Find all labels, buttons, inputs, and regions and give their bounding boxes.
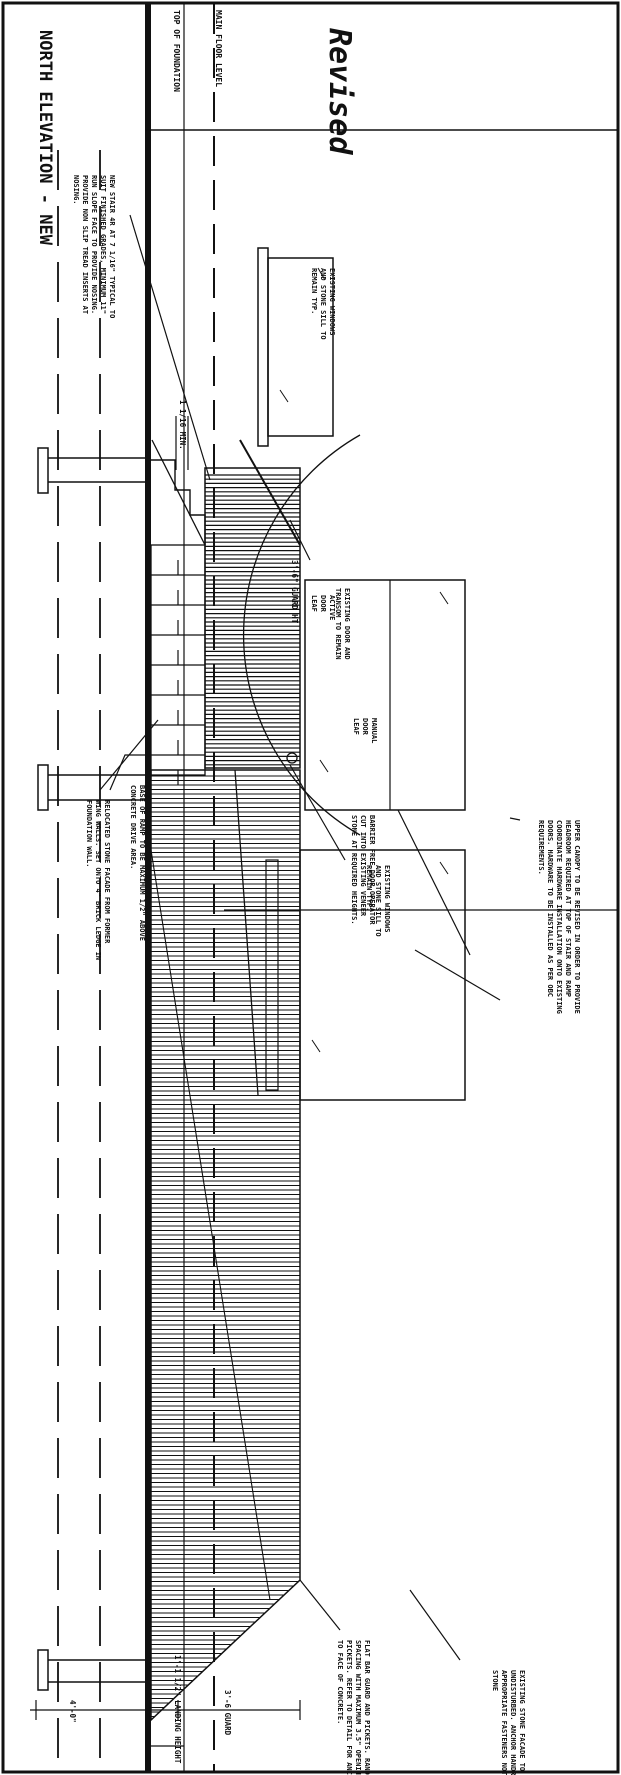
handrail-posts: [37, 447, 145, 1691]
stone-facade-note-line: EXISTING STONE FACADE TO REMAIN: [518, 1670, 526, 1775]
guard-note-line: TO FACE OF CONCRETE.: [336, 1640, 344, 1724]
existing-door: [304, 579, 466, 811]
landing-height-dimension: 1'-1 1/2" LANDING HEIGHT: [173, 1655, 182, 1764]
manual-leaf-note-line: MANUAL: [370, 718, 378, 743]
active-leaf-note-line: LEAF: [310, 595, 318, 612]
window-1-note-line: REMAIN TYP.: [310, 268, 318, 314]
existing-window-1: [257, 247, 334, 447]
operator-note-line: CUT INTO EXISTING VENEER: [359, 815, 367, 917]
guard-note-line: PICKETS. REFER TO DETAIL FOR ANCHORAGE: [345, 1640, 353, 1775]
stone-facade-note-line: UNDISTURBED. ANCHOR HANDRAIL WITH: [509, 1670, 517, 1775]
dimension-texts: 1 1/16 MIN. 3'-6" GUARD HT 4'-0" 3'-6 GU…: [68, 400, 299, 1764]
main-floor-level-label: MAIN FLOOR LEVEL: [214, 10, 223, 87]
door-operator-marker: [286, 752, 298, 764]
dimension-lines: [30, 416, 311, 1747]
guard-note-line: FLAT BAR GUARD AND PICKETS. RANDOM: [363, 1640, 371, 1775]
canopy-note-line: DOORS. HARDWARE TO BE INSTALLED AS PER O…: [546, 820, 554, 997]
active-leaf-note-line: DOOR: [319, 595, 327, 613]
stair-note-line: NOSING.: [72, 175, 80, 205]
window-2-note-line: EXISTING WINDOWS: [383, 865, 391, 932]
window-1-note-line: EXISTING WINDOWS: [328, 268, 336, 335]
operator-note-line: STONE AT REQUIRED HEIGHTS.: [350, 815, 358, 925]
stair-note-line: RUN SLOPE FACE TO PROVIDE NOSING.: [90, 175, 98, 314]
stair-note-line: NEW STAIR 4R AT 7 1/16" TYPICAL TO: [108, 175, 116, 318]
relocated-stone-note-line: RELOCATED STONE FACADE FROM FORMER: [103, 800, 111, 944]
ramp-base-note-line: CONCRETE DRIVE AREA.: [129, 785, 137, 869]
top-of-foundation-label: TOP OF FOUNDATION: [172, 10, 181, 92]
canopy-note-line: HEADROOM REQUIRED AT TOP OF STAIR AND RA…: [564, 820, 572, 997]
leader-lines: [99, 214, 521, 1661]
door-note-line: EXISTING DOOR AND: [343, 588, 351, 660]
window-2-note-line: AND STONE SILL TO: [374, 865, 382, 937]
window-2-note-line: REMAIN TYP.: [365, 865, 373, 911]
guard-dimension: 3'-6 GUARD: [223, 1690, 232, 1736]
relocated-stone-note-line: WING WALLS. SET ONTO 4" BRICK LEDGE IN: [94, 800, 102, 960]
ground-line: [145, 4, 151, 1771]
manual-leaf-note-line: LEAF: [352, 718, 360, 735]
width-dimension: 4'-0": [68, 1700, 77, 1723]
canopy-note-line: UPPER CANOPY TO BE REVISED IN ORDER TO P…: [573, 820, 581, 1014]
stair-guard-pickets: [204, 467, 301, 769]
revised-stamp: Revised: [322, 28, 357, 155]
manual-leaf-note-line: DOOR: [361, 718, 369, 736]
stair-treads: [150, 439, 206, 546]
stone-facade-note-line: STONE: [491, 1670, 499, 1691]
guard-height-dimension: 3'-6" GUARD HT: [290, 560, 299, 624]
guard-note-line: SPACING WITH MAXIMUM 3.5" OPENING BETWEE…: [354, 1640, 362, 1775]
door-note-line: TRANSOM TO REMAIN: [334, 588, 342, 660]
sheet-title: NORTH ELEVATION - NEW: [35, 30, 55, 246]
stair-note-line: SUIT FINISHED GRADES, MINIMUM 11": [99, 175, 107, 314]
canopy-note-line: REQUIREMENTS.: [537, 820, 545, 875]
relocated-stone-facade: [150, 544, 206, 785]
canopy-note-line: COORDINATE HARDWARE INSTALLATION ONTO EX…: [555, 820, 563, 1014]
active-leaf-note-line: ACTIVE: [328, 595, 336, 620]
operator-note-line: BARRIER FREE DOOR OPERATOR: [368, 815, 376, 925]
min-dimension: 1 1/16 MIN.: [178, 400, 187, 450]
stair-guard-edge: [239, 439, 301, 546]
stair-note-line: PROVIDE NON SLIP TREAD INSERTS AT: [81, 175, 89, 314]
stone-facade-note-line: APPROPRIATE FASTENERS NOT TO DAMAGE: [500, 1670, 508, 1775]
relocated-stone-note-line: FOUNDATION WALL.: [85, 800, 93, 867]
window-1-note-line: AND STONE SILL TO: [319, 268, 327, 340]
ramp-base-note-line: BASE OF RAMP TO BE MAXIMUM 1/2" ABOVE: [138, 785, 146, 941]
